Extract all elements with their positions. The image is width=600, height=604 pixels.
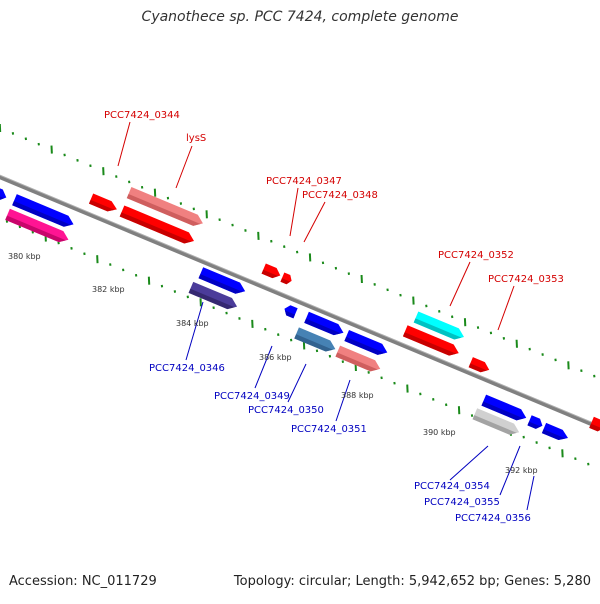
gene-label-PCC7424_0349[interactable]: PCC7424_0349 bbox=[214, 391, 290, 402]
scale-label-380: 380 kbp bbox=[8, 252, 41, 261]
scale-label-390: 390 kbp bbox=[423, 428, 456, 437]
gene-arrow-red[interactable] bbox=[280, 272, 293, 285]
gene-arrow-red[interactable] bbox=[589, 417, 600, 433]
leader-line bbox=[336, 380, 350, 421]
gene-label-PCC7424_0353[interactable]: PCC7424_0353 bbox=[488, 274, 564, 285]
gene-label-PCC7424_0344[interactable]: PCC7424_0344 bbox=[104, 110, 180, 121]
lower-gene-labels: PCC7424_0346 PCC7424_0349 PCC7424_0350 P… bbox=[149, 363, 531, 524]
scale-labels: 380 kbp 382 kbp 384 kbp 386 kbp 388 kbp … bbox=[8, 252, 538, 475]
gene-arrow-body bbox=[0, 185, 9, 203]
gene-arrow-red[interactable] bbox=[89, 194, 119, 215]
gene-arrow-red[interactable] bbox=[262, 263, 283, 280]
leader-line bbox=[527, 476, 534, 510]
leader-line bbox=[304, 202, 325, 242]
scale-label-386: 386 kbp bbox=[259, 353, 292, 362]
genome-title: Cyanothece sp. PCC 7424, complete genome bbox=[0, 9, 600, 25]
gene-label-PCC7424_0346[interactable]: PCC7424_0346 bbox=[149, 363, 225, 374]
leader-line bbox=[288, 364, 306, 402]
leader-line bbox=[450, 446, 488, 480]
upper-gene-labels: PCC7424_0344 lysS PCC7424_0347 PCC7424_0… bbox=[104, 110, 564, 285]
gene-arrow-blue[interactable] bbox=[0, 185, 9, 203]
scale-label-382: 382 kbp bbox=[92, 285, 125, 294]
gene-label-lysS[interactable]: lysS bbox=[186, 133, 206, 144]
scale-label-392: 392 kbp bbox=[505, 466, 538, 475]
gene-label-PCC7424_0348[interactable]: PCC7424_0348 bbox=[302, 190, 378, 201]
gene-arrow-blue[interactable] bbox=[527, 415, 544, 431]
genome-summary-text: Topology: circular; Length: 5,942,652 bp… bbox=[234, 574, 591, 589]
scale-label-388: 388 kbp bbox=[341, 391, 374, 400]
leader-line bbox=[290, 188, 298, 236]
gene-arrow-blue[interactable] bbox=[542, 423, 570, 443]
scale-label-384: 384 kbp bbox=[176, 319, 209, 328]
gene-label-PCC7424_0347[interactable]: PCC7424_0347 bbox=[266, 176, 342, 187]
leader-line bbox=[176, 146, 192, 188]
gene-label-PCC7424_0351[interactable]: PCC7424_0351 bbox=[291, 424, 367, 435]
gene-label-PCC7424_0354[interactable]: PCC7424_0354 bbox=[414, 481, 490, 492]
accession-text: Accession: NC_011729 bbox=[9, 574, 157, 589]
leader-line bbox=[118, 122, 130, 166]
leader-line bbox=[450, 262, 470, 306]
gene-label-PCC7424_0355[interactable]: PCC7424_0355 bbox=[424, 497, 500, 508]
leader-line bbox=[186, 302, 203, 360]
leader-line bbox=[498, 286, 514, 330]
gene-label-PCC7424_0350[interactable]: PCC7424_0350 bbox=[248, 405, 324, 416]
gene-label-PCC7424_0356[interactable]: PCC7424_0356 bbox=[455, 513, 531, 524]
gene-arrow-blue[interactable] bbox=[282, 304, 297, 319]
gene-label-PCC7424_0352[interactable]: PCC7424_0352 bbox=[438, 250, 514, 261]
